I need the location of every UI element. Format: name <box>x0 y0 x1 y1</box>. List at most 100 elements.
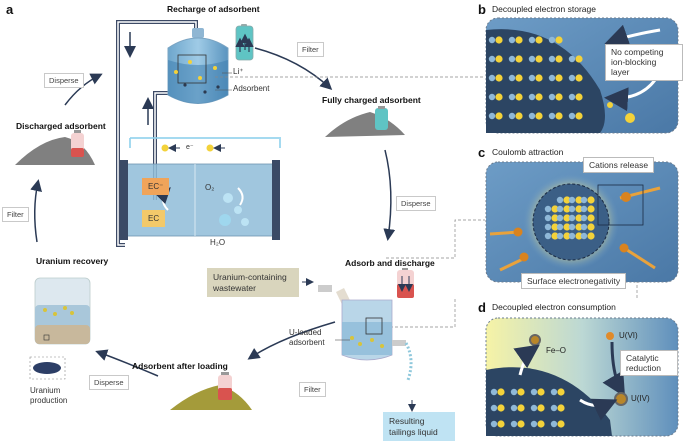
lattice-electron <box>563 205 571 213</box>
lattice-cation <box>544 205 552 213</box>
callout-cations-release: Cations release <box>583 157 655 174</box>
lattice-cation <box>568 205 576 213</box>
lattice-cation <box>556 214 564 222</box>
lattice-electron <box>537 388 545 396</box>
filter-arrow-left <box>30 179 42 243</box>
callout-no-competing-layer: No competing ion-blocking layer <box>605 44 683 81</box>
lattice-cation <box>568 55 576 63</box>
lattice-electron <box>495 55 503 63</box>
lattice-cation <box>550 388 558 396</box>
connector-to-c <box>386 219 485 259</box>
lattice-electron <box>515 112 523 120</box>
lattice-electron <box>587 232 595 240</box>
lattice-electron <box>557 420 565 428</box>
adsorption-tank <box>302 278 416 412</box>
charging-battery-icon <box>235 24 254 61</box>
lattice-electron <box>575 55 583 63</box>
lattice-cation <box>568 74 576 82</box>
heading-uranium-recovery: Uranium recovery <box>36 256 109 266</box>
callout-surface-electronegativity: Surface electronegativity <box>521 273 627 290</box>
cell-wall-left <box>120 160 128 240</box>
label-u-loaded: U-loaded adsorbent <box>289 328 325 347</box>
heading-fully-charged: Fully charged adsorbent <box>322 95 421 105</box>
lattice-electron <box>535 55 543 63</box>
lattice-cation <box>548 74 556 82</box>
label-li-ion: Li⁺ <box>233 67 244 76</box>
lattice-cation <box>490 404 498 412</box>
lattice-electron <box>495 93 503 101</box>
discharged-pile <box>15 130 95 165</box>
lattice-electron <box>587 223 595 231</box>
lattice-cation <box>548 112 556 120</box>
heading-adsorb-discharge: Adsorb and discharge <box>345 258 435 268</box>
disperse-arrow-right <box>383 149 396 241</box>
lattice-electron <box>555 36 563 44</box>
lattice-electron <box>535 74 543 82</box>
disperse-arrow-bottom <box>95 349 159 377</box>
lattice-electron <box>575 205 583 213</box>
lattice-cation <box>548 55 556 63</box>
lattice-cation <box>580 214 588 222</box>
connector-to-d <box>385 297 456 328</box>
cation-particle <box>621 192 631 202</box>
lattice-cation <box>488 112 496 120</box>
lattice-electron <box>575 232 583 240</box>
lattice-cation <box>556 223 564 231</box>
lattice-electron <box>517 420 525 428</box>
fully-charged-pile <box>325 106 405 137</box>
lattice-cation <box>556 205 564 213</box>
cell-wall-right <box>272 160 280 240</box>
u6-ion <box>606 332 614 340</box>
lattice-cation <box>556 196 564 204</box>
lattice-cation <box>488 36 496 44</box>
lattice-electron <box>563 232 571 240</box>
lattice-cation <box>556 232 564 240</box>
label-u6: U(VI) <box>619 331 638 340</box>
lattice-electron <box>557 388 565 396</box>
lattice-electron <box>557 404 565 412</box>
ec-minus-box: EC⁻ <box>142 178 170 195</box>
heading-discharged: Discharged adsorbent <box>16 121 106 131</box>
lattice-electron <box>517 404 525 412</box>
lattice-electron <box>555 55 563 63</box>
panel-title-c: Coulomb attraction <box>492 147 564 157</box>
lattice-cation <box>490 420 498 428</box>
label-adsorbent: Adsorbent <box>233 84 270 93</box>
lattice-electron <box>575 223 583 231</box>
recharge-vessel <box>167 28 232 104</box>
lattice-cation <box>544 223 552 231</box>
output-tailings-box: Resulting tailings liquid <box>383 412 455 441</box>
loaded-pile <box>170 372 252 410</box>
lattice-cation <box>544 214 552 222</box>
lattice-electron <box>535 36 543 44</box>
lattice-electron <box>587 205 595 213</box>
lattice-cation <box>548 36 556 44</box>
step-label-filter-left: Filter <box>2 207 29 222</box>
filter-arrow-top <box>254 47 333 91</box>
lattice-electron <box>587 196 595 204</box>
lattice-electron <box>575 214 583 222</box>
lattice-cation <box>508 74 516 82</box>
lattice-electron <box>575 74 583 82</box>
lattice-electron <box>563 214 571 222</box>
input-wastewater-box: Uranium-containing wastewater <box>207 268 299 298</box>
panel-d-inset <box>485 317 679 437</box>
panel-letter-d: d <box>478 300 486 315</box>
lattice-electron <box>551 232 559 240</box>
lattice-cation <box>530 404 538 412</box>
lattice-cation <box>508 36 516 44</box>
lattice-cation <box>530 388 538 396</box>
zoom-region-box <box>177 54 207 84</box>
heading-recharge: Recharge of adsorbent <box>167 4 260 14</box>
lattice-electron <box>497 420 505 428</box>
lattice-electron <box>563 196 571 204</box>
step-label-disperse-right: Disperse <box>396 196 436 211</box>
lattice-electron <box>575 196 583 204</box>
lattice-cation <box>508 93 516 101</box>
panel-c-inset <box>485 161 679 283</box>
lattice-electron <box>515 55 523 63</box>
lattice-cation <box>568 93 576 101</box>
lattice-cation <box>528 55 536 63</box>
lattice-cation <box>510 404 518 412</box>
lattice-cation <box>528 93 536 101</box>
